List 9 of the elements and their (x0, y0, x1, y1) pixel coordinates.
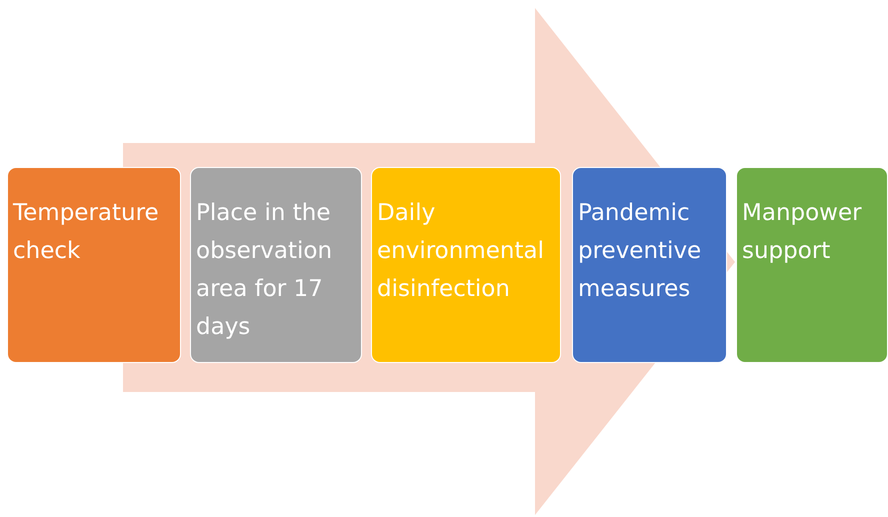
process-box (371, 167, 561, 363)
step-text: Pandemic preventive measures (578, 199, 702, 304)
process-box (7, 167, 181, 363)
process-box (736, 167, 888, 363)
step-text: Temperature check (13, 199, 160, 266)
step-text: Place in the observation area for 17 days (196, 199, 334, 342)
step-text: Daily environmental disinfection (377, 199, 545, 304)
step-text: Manpower support (742, 199, 863, 266)
process-box (190, 167, 362, 363)
